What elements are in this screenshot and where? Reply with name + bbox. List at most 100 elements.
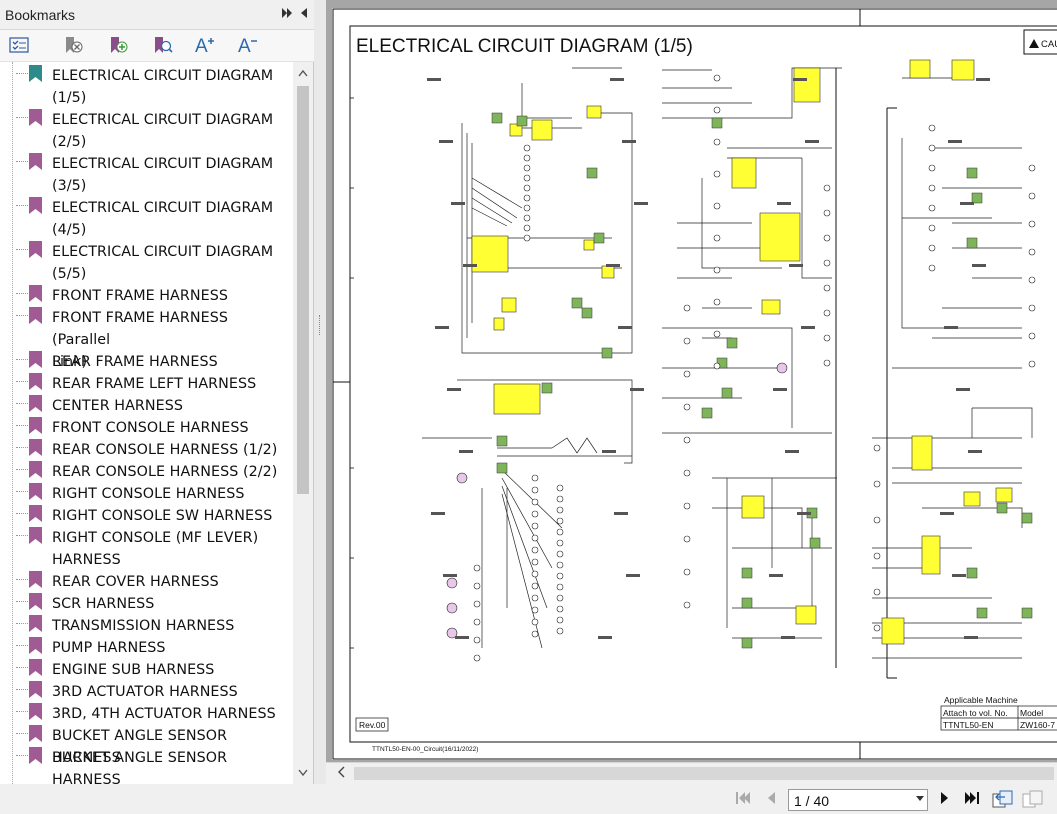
bookmark-item[interactable]: REAR CONSOLE HARNESS (2/2) <box>0 458 293 480</box>
bookmark-item[interactable]: PUMP HARNESS <box>0 634 293 656</box>
horizontal-scrollbar[interactable] <box>326 762 1057 784</box>
bookmark-label-line: BUCKET ANGLE SENSOR HARNESS <box>52 750 228 784</box>
bookmark-label: TRANSMISSION HARNESS <box>52 615 290 637</box>
schematic-component <box>493 383 541 415</box>
scroll-up-icon[interactable] <box>293 64 313 84</box>
schematic-terminal <box>556 605 564 613</box>
document-viewport[interactable]: ELECTRICAL CIRCUIT DIAGRAM (1/5) CAU <box>326 0 1057 762</box>
page-number-field[interactable]: 1 / 40 <box>788 789 928 811</box>
scroll-down-icon[interactable] <box>293 764 313 784</box>
tree-guide-line <box>12 62 13 784</box>
schematic-label-mark <box>793 78 807 81</box>
bookmark-item[interactable]: BUCKET ANGLE SENSOR HARNESS(Parallel Lin… <box>0 744 293 784</box>
schematic-terminal <box>531 510 539 518</box>
find-bookmark-icon[interactable] <box>150 34 176 58</box>
schematic-terminal <box>823 334 831 342</box>
bookmark-icon <box>29 417 42 434</box>
schematic-terminal <box>873 444 881 452</box>
schematic-connector <box>726 337 738 349</box>
bookmark-item[interactable]: REAR CONSOLE HARNESS (1/2) <box>0 436 293 458</box>
bookmark-item[interactable]: ELECTRICAL CIRCUIT DIAGRAM(2/5) <box>0 106 293 150</box>
bookmark-label-line: ELECTRICAL CIRCUIT DIAGRAM <box>52 200 274 216</box>
add-bookmark-icon[interactable] <box>106 34 132 58</box>
tree-connector <box>16 117 28 118</box>
bookmark-label: RIGHT CONSOLE SW HARNESS <box>52 505 290 527</box>
schematic-label-mark <box>952 574 966 577</box>
schematic-terminal <box>531 558 539 566</box>
bookmark-item[interactable]: 3RD, 4TH ACTUATOR HARNESS <box>0 700 293 722</box>
revision-label: Rev.00 <box>359 720 386 730</box>
bookmark-item[interactable]: BUCKET ANGLE SENSOR HARNESS <box>0 722 293 766</box>
bookmark-item[interactable]: SCR HARNESS <box>0 590 293 612</box>
bookmark-item[interactable]: RIGHT CONSOLE SW HARNESS <box>0 502 293 524</box>
bookmark-item[interactable]: ENGINE SUB HARNESS <box>0 656 293 678</box>
bookmarks-title: Bookmarks <box>5 7 76 23</box>
schematic-terminal <box>556 616 564 624</box>
bookmark-item[interactable]: CENTER HARNESS <box>0 392 293 414</box>
schematic-terminal <box>531 522 539 530</box>
next-page-icon[interactable] <box>934 790 956 810</box>
bookmark-item[interactable]: 3RD ACTUATOR HARNESS <box>0 678 293 700</box>
page-dropdown-icon[interactable] <box>916 794 924 804</box>
schematic-terminal <box>531 618 539 626</box>
schematic-component <box>583 239 595 251</box>
schematic-label-mark <box>789 264 803 267</box>
bookmark-label: ELECTRICAL CIRCUIT DIAGRAM(3/5) <box>52 153 290 197</box>
horizontal-scroll-thumb[interactable] <box>354 767 1054 780</box>
schematic-label-mark <box>805 140 819 143</box>
bookmark-item[interactable]: RIGHT CONSOLE (MF LEVER)HARNESS <box>0 524 293 568</box>
next-view-icon[interactable] <box>1022 790 1044 810</box>
schematic-terminal <box>683 502 691 510</box>
schematic-terminal <box>1028 332 1036 340</box>
schematic-label-mark <box>976 78 990 81</box>
bookmark-item[interactable]: RIGHT CONSOLE HARNESS <box>0 480 293 502</box>
bookmark-item[interactable]: ELECTRICAL CIRCUIT DIAGRAM(3/5) <box>0 150 293 194</box>
schematic-component <box>493 317 505 331</box>
bookmark-icon <box>29 109 42 126</box>
schematic-label-mark <box>773 388 787 391</box>
bookmark-icon <box>29 659 42 676</box>
bookmark-item[interactable]: ELECTRICAL CIRCUIT DIAGRAM(5/5) <box>0 238 293 282</box>
delete-bookmark-icon[interactable] <box>61 34 87 58</box>
schematic-terminal <box>713 330 721 338</box>
hide-panel-icon[interactable] <box>296 6 312 24</box>
schematic-component <box>586 105 602 119</box>
previous-view-icon[interactable] <box>992 790 1014 810</box>
collapse-panel-icon[interactable] <box>279 6 295 24</box>
bookmark-item[interactable]: REAR FRAME LEFT HARNESS <box>0 370 293 392</box>
tree-connector <box>16 249 28 250</box>
bookmark-item[interactable]: REAR FRAME HARNESS <box>0 348 293 370</box>
bookmark-item[interactable]: FRONT CONSOLE HARNESS <box>0 414 293 436</box>
bookmark-label: FRONT CONSOLE HARNESS <box>52 417 290 439</box>
previous-page-icon[interactable] <box>760 790 782 810</box>
schematic-terminal <box>713 138 721 146</box>
enlarge-text-icon[interactable]: A <box>193 34 219 58</box>
schematic-terminal <box>928 144 936 152</box>
bookmark-label: 3RD ACTUATOR HARNESS <box>52 681 290 703</box>
bookmark-item[interactable]: FRONT FRAME HARNESS <box>0 282 293 304</box>
tree-connector <box>16 447 28 448</box>
schematic-terminal <box>523 194 531 202</box>
bookmark-label-line: 3RD ACTUATOR HARNESS <box>52 684 238 700</box>
expand-bookmarks-icon[interactable] <box>7 34 33 58</box>
bookmark-label: BUCKET ANGLE SENSOR HARNESS(Parallel Lin… <box>52 747 290 784</box>
bookmark-label: RIGHT CONSOLE (MF LEVER)HARNESS <box>52 527 290 571</box>
reduce-text-icon[interactable]: A <box>236 34 262 58</box>
schematic-connector <box>496 462 508 474</box>
bookmark-item[interactable]: TRANSMISSION HARNESS <box>0 612 293 634</box>
bookmark-label-line: REAR FRAME LEFT HARNESS <box>52 376 257 392</box>
schematic-terminal <box>683 535 691 543</box>
bookmark-item[interactable]: ELECTRICAL CIRCUIT DIAGRAM(1/5) <box>0 62 293 106</box>
panel-splitter[interactable] <box>314 0 326 784</box>
last-page-icon[interactable] <box>961 790 983 810</box>
first-page-icon[interactable] <box>732 790 754 810</box>
bookmark-item[interactable]: REAR COVER HARNESS <box>0 568 293 590</box>
bookmark-item[interactable]: ELECTRICAL CIRCUIT DIAGRAM(4/5) <box>0 194 293 238</box>
bookmarks-scroll-thumb[interactable] <box>297 86 309 494</box>
schematic-connector <box>966 567 978 579</box>
scroll-left-icon[interactable] <box>332 765 350 783</box>
bookmarks-scrollbar[interactable] <box>293 62 313 784</box>
schematic-terminal <box>713 74 721 82</box>
